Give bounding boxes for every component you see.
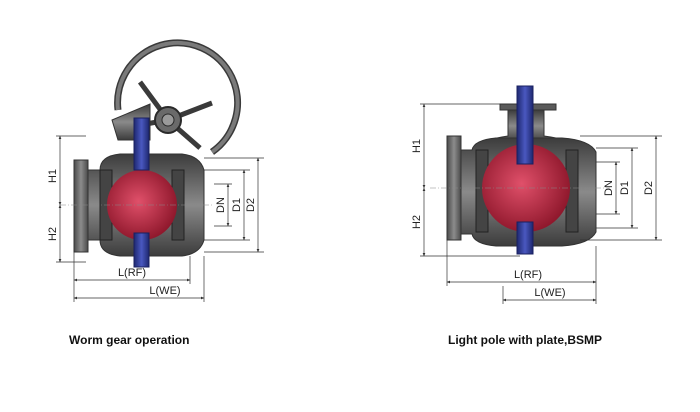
dim-h1: H1 <box>411 139 423 153</box>
light-pole-dimensions <box>420 103 662 304</box>
dim-h2: H2 <box>47 227 59 241</box>
dim-dn: DN <box>215 197 227 213</box>
dim-l-rf: L(RF) <box>118 267 146 279</box>
light-pole-valve <box>430 85 610 255</box>
worm-gear-dimensions <box>56 135 264 302</box>
dim-dn: DN <box>603 180 615 196</box>
bottom-trunnion <box>133 232 150 268</box>
dim-l-we: L(WE) <box>149 285 180 297</box>
flange-left <box>73 159 89 253</box>
dim-d1: D1 <box>231 198 243 212</box>
caption-worm-gear: Worm gear operation <box>69 333 190 347</box>
dim-d2: D2 <box>643 181 655 195</box>
worm-gear-labels: H1 H2 DN D1 D2 L(RF) L(WE) <box>47 169 257 297</box>
stem <box>133 117 150 171</box>
worm-gear-valve <box>60 39 242 268</box>
dim-h2: H2 <box>411 215 423 229</box>
dim-h1: H1 <box>47 169 59 183</box>
dim-l-we: L(WE) <box>534 287 565 299</box>
caption-light-pole: Light pole with plate,BSMP <box>448 333 602 347</box>
light-pole-labels: H1 H2 DN D1 D2 L(RF) L(WE) <box>411 139 655 299</box>
dim-l-rf: L(RF) <box>514 269 542 281</box>
bottom-trunnion <box>516 221 534 255</box>
dim-d1: D1 <box>619 181 631 195</box>
dim-d2: D2 <box>245 198 257 212</box>
stem <box>516 85 534 165</box>
